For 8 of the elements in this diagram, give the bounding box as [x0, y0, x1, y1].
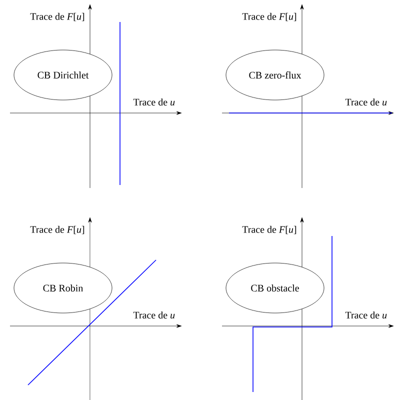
axis-label: Trace de F[u]	[241, 224, 298, 236]
axis-label: Trace de u	[132, 97, 176, 107]
axis-label: Trace de u	[344, 97, 388, 107]
axis-label: Trace de F[u]	[29, 224, 86, 236]
axis-label: Trace de F[u]	[241, 12, 298, 22]
axis-label: Trace de F[u]	[29, 12, 86, 22]
axis-label: Trace de u	[132, 310, 176, 320]
axis-label: Trace de u	[344, 310, 388, 320]
